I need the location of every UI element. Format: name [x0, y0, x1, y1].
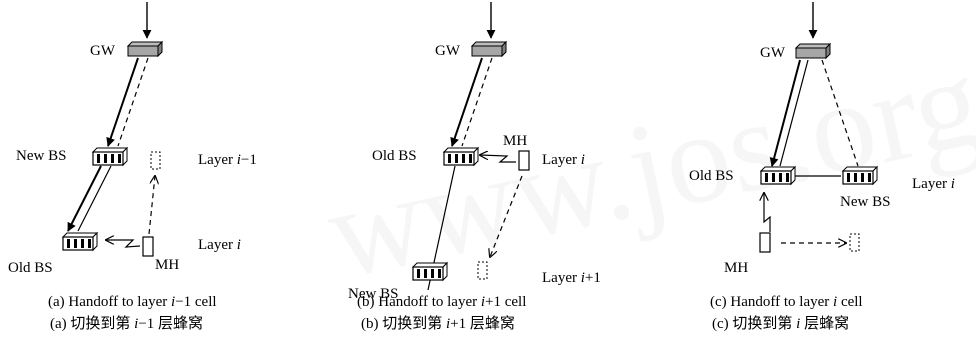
layer-top-label: Layer i−1 [198, 152, 257, 168]
panel-a: GW New BS Old BS MH Layer i−1 Layer i (a… [8, 2, 257, 332]
link-gw-old-bs [779, 59, 809, 167]
gw-label: GW [90, 43, 116, 59]
mobile-host-icon [759, 232, 771, 253]
mobile-host-icon [518, 150, 530, 171]
mh-label: MH [724, 260, 748, 276]
caption-en: (b) Handoff to layer i+1 cell [357, 294, 526, 310]
panel-c: GW Old BS New BS Layer i MH (c) Handoff … [689, 2, 955, 332]
radio-link-icon [480, 155, 516, 163]
link-new-old-bs [77, 165, 112, 232]
mh-label: MH [155, 257, 179, 273]
mh-move-arrow [490, 175, 523, 257]
panel-b: GW Old BS New BS MH Layer i Layer i+1 (b… [348, 2, 601, 332]
layer-bottom-label: Layer i+1 [542, 270, 601, 286]
mh-target-icon [477, 261, 488, 280]
new-path-gw-new-bs [821, 59, 859, 167]
mobile-host-icon [142, 236, 154, 257]
gateway-icon [471, 41, 507, 57]
gw-label: GW [435, 43, 461, 59]
layer-label: Layer i [912, 176, 955, 192]
path-gw-old-bs [769, 59, 801, 167]
new-bs-label: New BS [840, 194, 890, 210]
old-bs-icon [760, 166, 796, 185]
path-new-old-bs [67, 165, 102, 232]
radio-link-icon [764, 193, 771, 232]
old-bs-label: Old BS [689, 168, 734, 184]
caption-en: (a) Handoff to layer i−1 cell [48, 294, 217, 310]
path-gw-new-bs [106, 57, 139, 147]
old-path-gw-new-bs [117, 57, 149, 147]
new-bs-icon [92, 147, 128, 166]
old-bs-icon [62, 232, 98, 251]
new-bs-label: New BS [16, 148, 66, 164]
old-bs-icon [443, 147, 479, 166]
new-path-gw-old-bs [461, 57, 493, 147]
path-gw-old-bs [450, 57, 483, 147]
mh-move-arrow [148, 176, 155, 235]
gateway-icon [795, 43, 831, 59]
new-bs-label: New BS [348, 286, 398, 302]
mh-target-icon [849, 233, 860, 252]
caption-zh: (b) 切换到第 i+1 层蜂窝 [361, 314, 515, 332]
old-bs-label: Old BS [372, 148, 417, 164]
caption-en: (c) Handoff to layer i cell [710, 294, 863, 310]
gateway-icon [127, 41, 163, 57]
mh-label: MH [503, 133, 527, 149]
radio-link-icon [106, 240, 141, 248]
caption-zh: (c) 切换到第 i 层蜂窝 [712, 314, 849, 332]
gw-label: GW [760, 45, 786, 61]
layer-bottom-label: Layer i [198, 237, 241, 253]
mh-target-icon [150, 151, 161, 170]
new-bs-icon [412, 262, 448, 281]
caption-zh: (a) 切换到第 i−1 层蜂窝 [50, 314, 203, 332]
old-bs-label: Old BS [8, 260, 53, 276]
new-bs-icon [842, 166, 878, 185]
layer-top-label: Layer i [542, 152, 585, 168]
